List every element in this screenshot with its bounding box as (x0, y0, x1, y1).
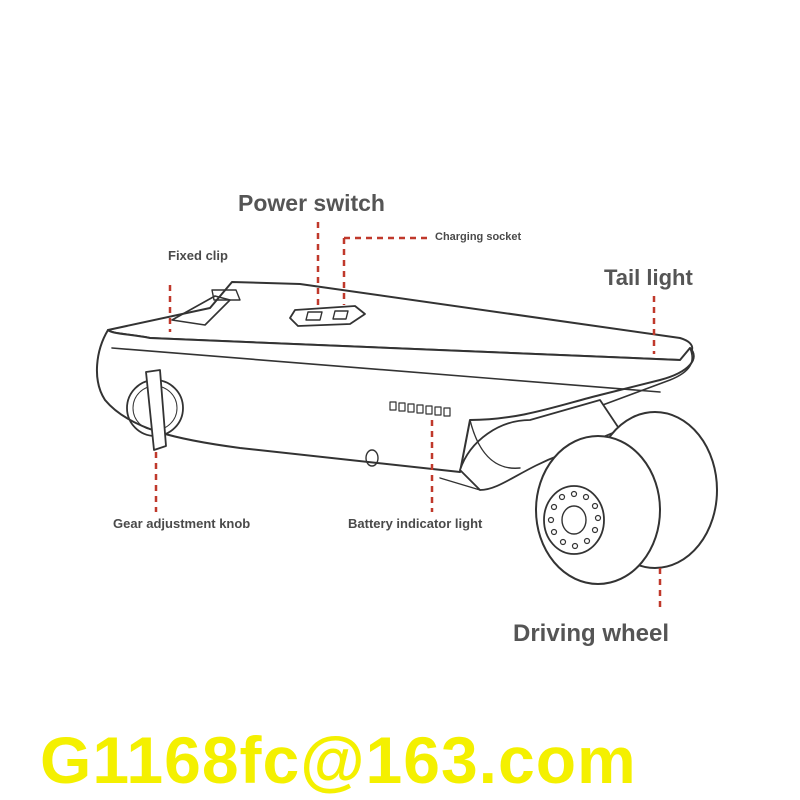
gear-adjustment-knob-label: Gear adjustment knob (113, 516, 251, 531)
leader-lines (154, 222, 662, 612)
knob-lever (145, 369, 167, 451)
wheel-hub (543, 485, 605, 555)
hub-bolts (547, 490, 602, 550)
body-front-face (95, 329, 695, 473)
tail-light-label: Tail light (604, 265, 693, 290)
battery-indicator-light-label: Battery indicator light (348, 516, 483, 531)
body-seam (111, 347, 661, 393)
driving-wheel-label: Driving wheel (513, 620, 670, 647)
contact-email: G1168fc@163.com (40, 723, 637, 797)
power-switch-label: Power switch (238, 190, 385, 216)
switch-plate (289, 305, 366, 327)
charging-socket-label: Charging socket (435, 231, 522, 243)
fixed-clip-label: Fixed clip (168, 248, 228, 263)
leader-charging-socket (342, 236, 430, 305)
tail-bevel (599, 347, 694, 407)
battery-indicator-bars (389, 401, 451, 417)
